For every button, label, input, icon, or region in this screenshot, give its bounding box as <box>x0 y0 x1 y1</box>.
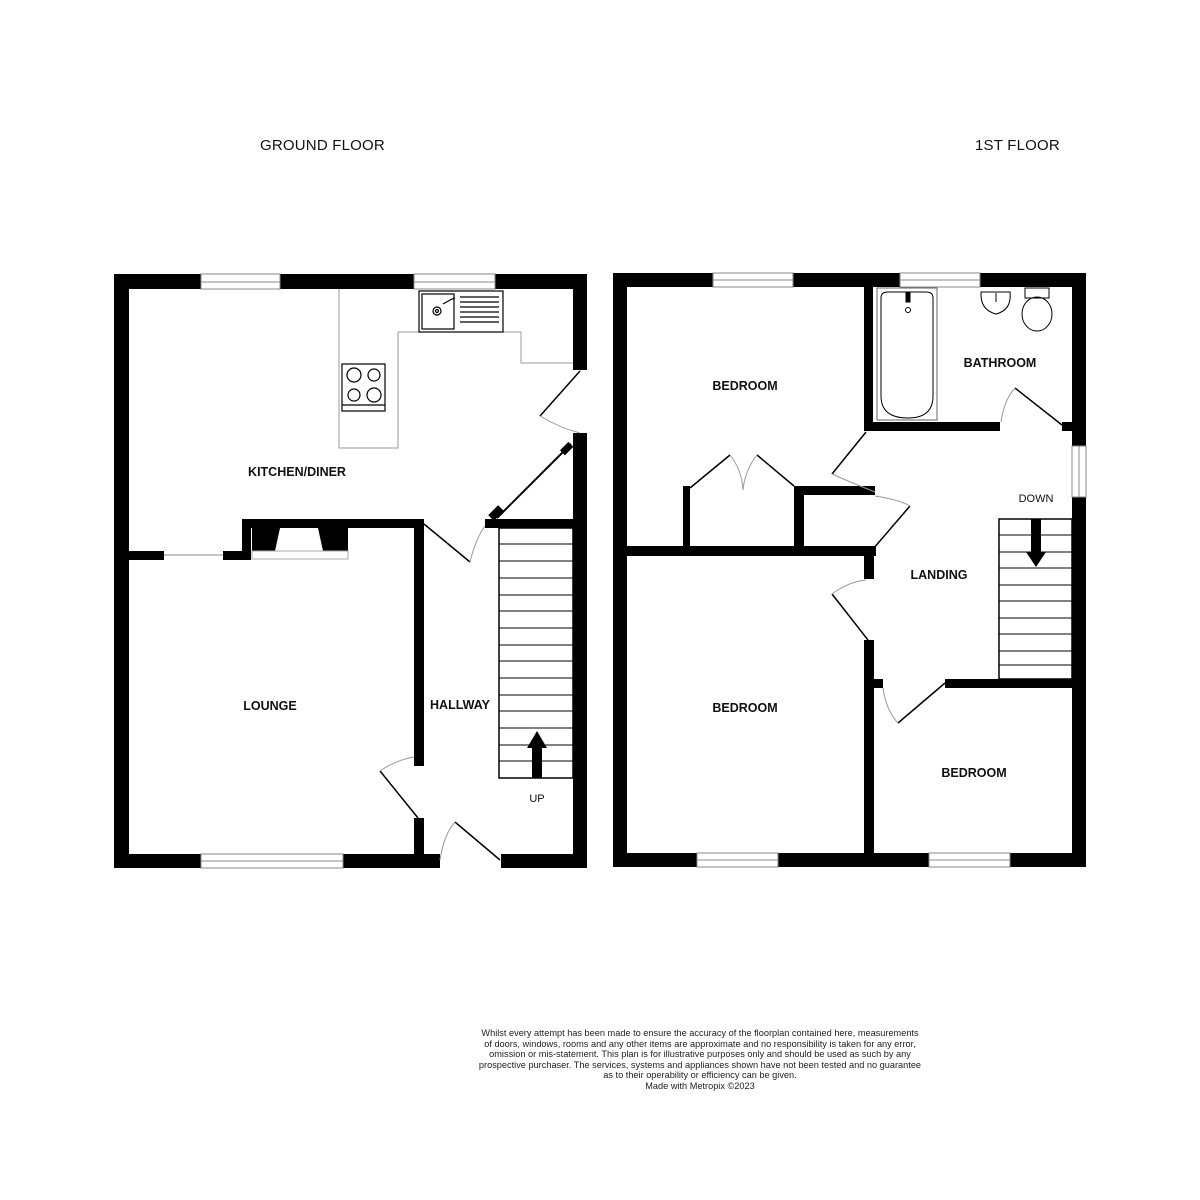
kitchen-worktops <box>338 289 573 449</box>
room-label-landing: LANDING <box>910 568 968 582</box>
disclaimer-line: as to their operability or efficiency ca… <box>603 1070 797 1081</box>
disclaimer-line: of doors, windows, rooms and any other i… <box>484 1038 916 1049</box>
room-label-bedroom-3: BEDROOM <box>941 766 1007 780</box>
hob <box>341 363 386 412</box>
disclaimer: Whilst every attempt has been made to en… <box>440 1028 960 1092</box>
toilet <box>1021 287 1053 332</box>
room-label-bedroom-1: BEDROOM <box>712 379 778 393</box>
room-label-bedroom-2: BEDROOM <box>712 701 778 715</box>
first-floor-plan <box>613 273 1086 867</box>
ground-floor-plan <box>114 274 587 868</box>
stairs-up-label: UP <box>529 793 545 805</box>
disclaimer-line: prospective purchaser. The services, sys… <box>478 1059 922 1070</box>
room-label-hallway: HALLWAY <box>430 698 490 712</box>
down-arrow-icon <box>1026 519 1046 567</box>
bath <box>876 287 938 421</box>
sink-drainer <box>418 290 504 333</box>
disclaimer-line: omission or mis-statement. This plan is … <box>489 1049 911 1060</box>
up-arrow-icon <box>527 731 547 778</box>
room-label-bathroom: BATHROOM <box>963 356 1037 370</box>
stairs-down-label: DOWN <box>1018 493 1054 505</box>
ground-floor-title: GROUND FLOOR <box>260 137 385 154</box>
first-doors <box>689 387 1063 724</box>
first-floor-title: 1ST FLOOR <box>975 137 1060 154</box>
room-label-lounge: LOUNGE <box>243 699 297 713</box>
credit: Made with Metropix ©2023 <box>645 1080 755 1091</box>
washbasin <box>980 291 1011 315</box>
first-stairs <box>998 518 1073 680</box>
first-windows <box>696 272 1087 868</box>
room-label-kitchen-diner: KITCHEN/DINER <box>248 465 346 479</box>
disclaimer-line: Whilst every attempt has been made to en… <box>481 1028 919 1038</box>
ground-windows <box>164 273 496 869</box>
ground-doors <box>379 370 581 861</box>
